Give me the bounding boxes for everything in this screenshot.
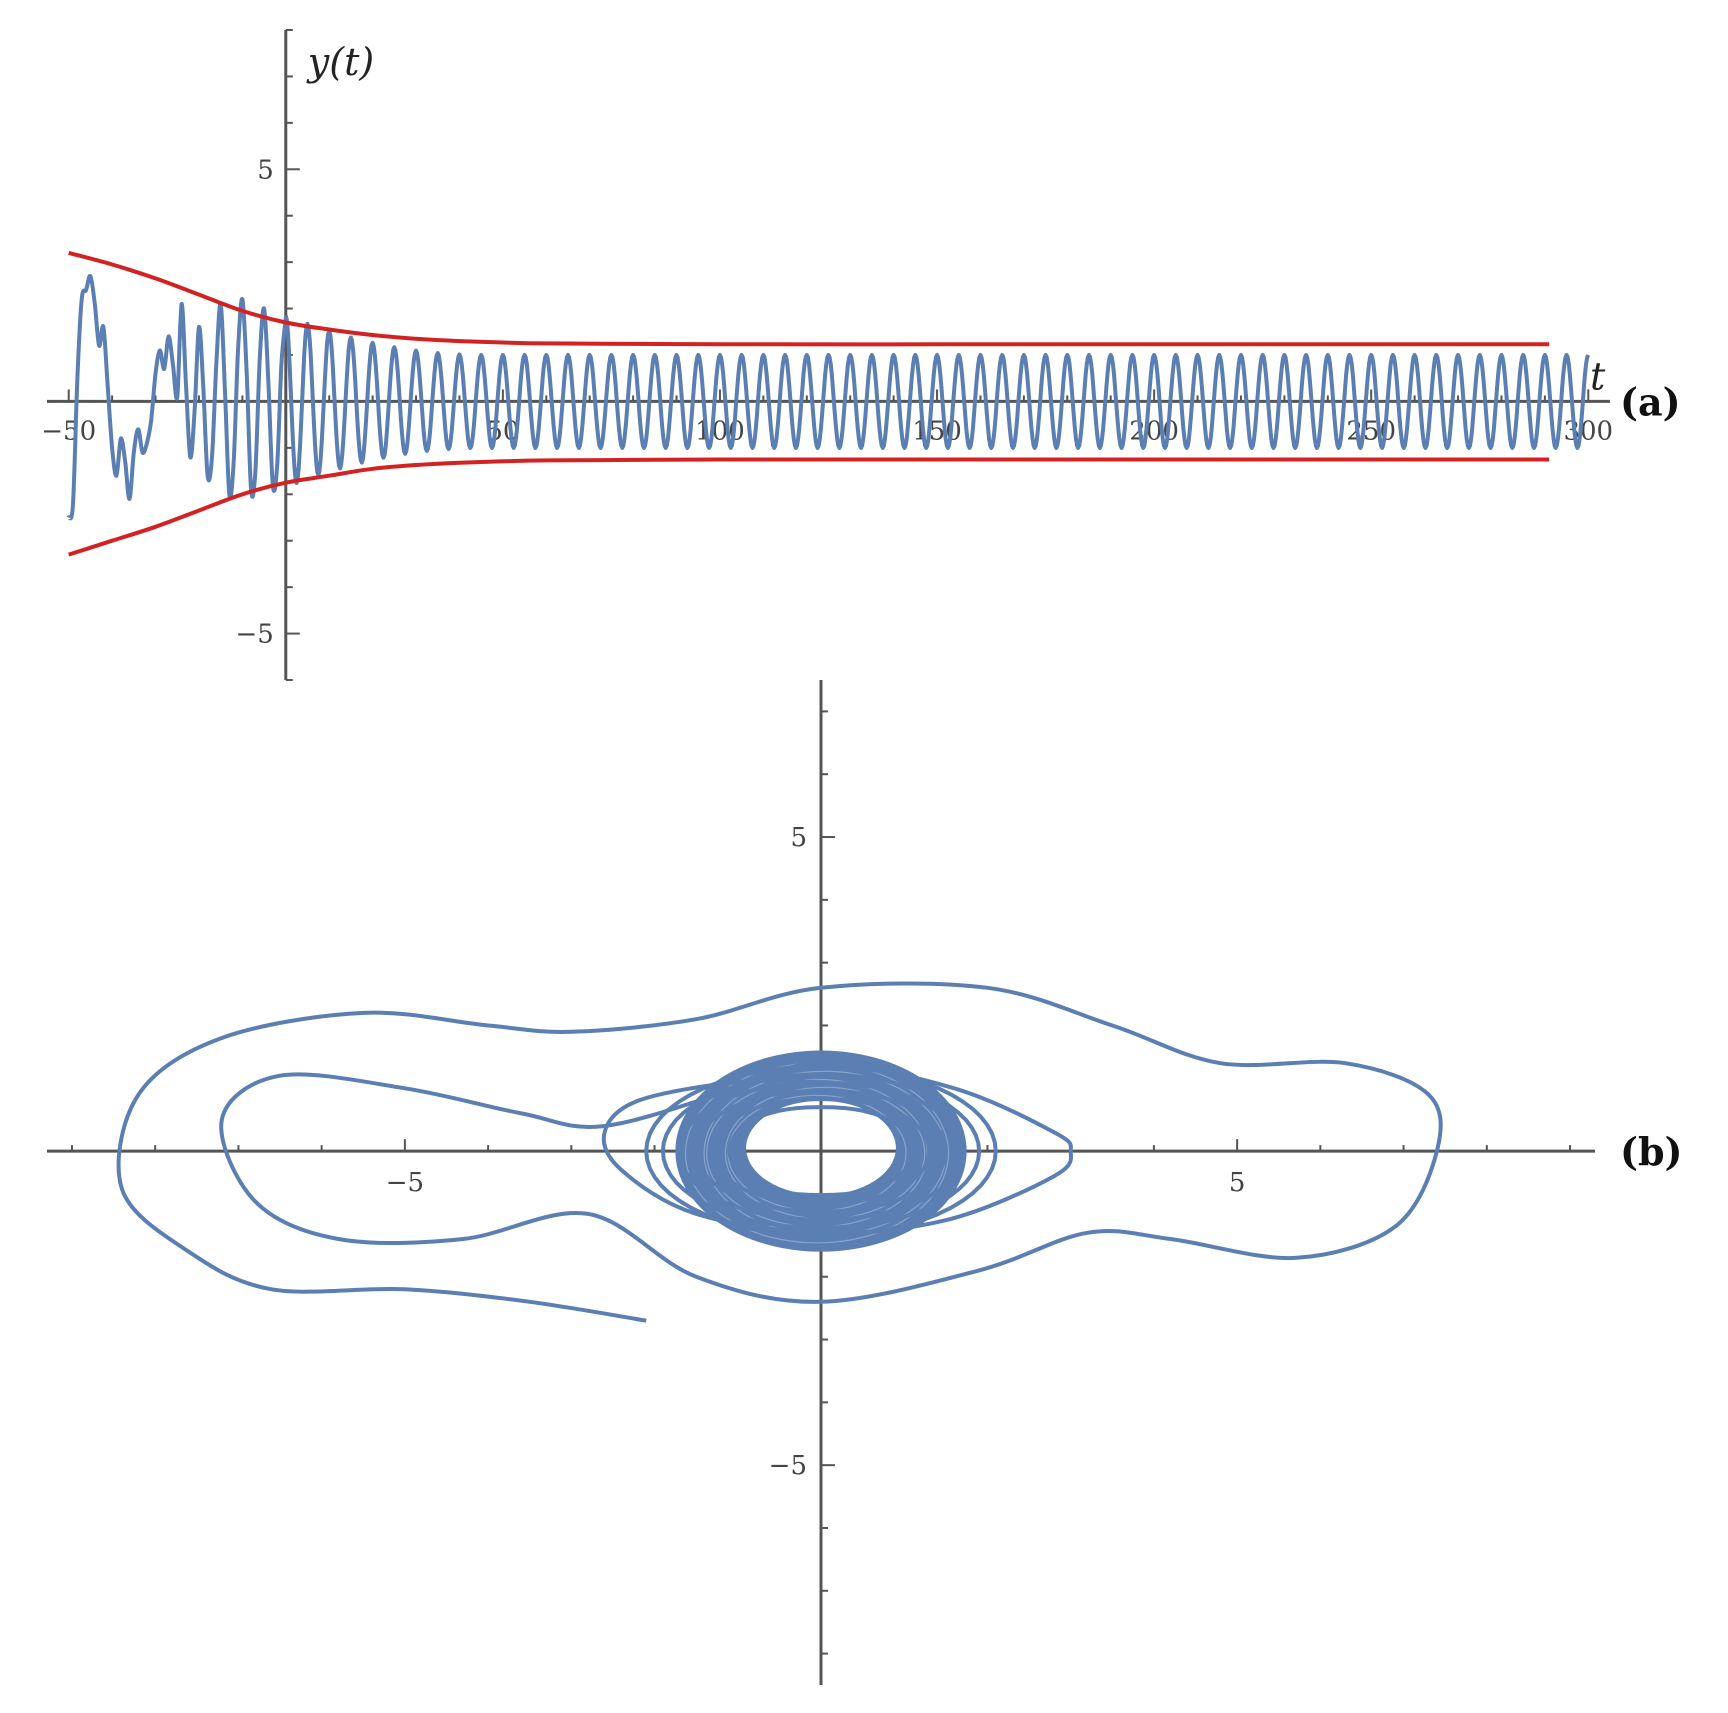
panel-b-spiral-loop [727, 1105, 915, 1198]
panel-b-x-tick-label: 5 [1229, 1168, 1246, 1198]
panel-a-y-axis-title: y(t) [306, 40, 374, 84]
panel-a-signal-steady [283, 315, 1591, 486]
panel-a-lower-envelope [68, 457, 1550, 557]
panel-b-spiral-loop [677, 1080, 965, 1222]
panel-a-x-axis-title: t [1590, 354, 1606, 398]
panel-b-label: (b) [1620, 1129, 1683, 1174]
panel-b-y-tick-label: 5 [790, 823, 807, 853]
panel-b-phase-portrait: −5 5 5 −5 (b) [47, 680, 1683, 1685]
panel-a-y-tick-label: −5 [235, 620, 273, 650]
panel-b-ticks: −5 5 5 −5 [70, 710, 1572, 1655]
panel-a-x-tick-label: −50 [41, 416, 96, 446]
panel-b-axes [47, 680, 1595, 1685]
panel-b-series [116, 981, 1443, 1323]
panel-a-y-tick-label: 5 [257, 155, 274, 185]
panel-a-x-tick-label: 250 [1346, 416, 1396, 446]
panel-b-outer-trajectory [116, 981, 1443, 1323]
panel-a-x-tick-label: 300 [1563, 416, 1613, 446]
panel-a-label: (a) [1620, 379, 1681, 424]
panel-a-x-tick-label: 150 [912, 416, 962, 446]
panel-a-x-tick-label: 100 [695, 416, 745, 446]
panel-a-series [66, 250, 1591, 557]
panel-b-spiral-loop [660, 1072, 982, 1230]
panel-b-spiral-loop [694, 1088, 948, 1214]
panel-b-y-tick-label: −5 [769, 1451, 807, 1481]
panel-a-upper-envelope [68, 250, 1550, 347]
panel-a-x-tick-label: 200 [1129, 416, 1179, 446]
panel-b-spiral-loop [710, 1097, 932, 1206]
panel-b-x-tick-label: −5 [386, 1168, 424, 1198]
